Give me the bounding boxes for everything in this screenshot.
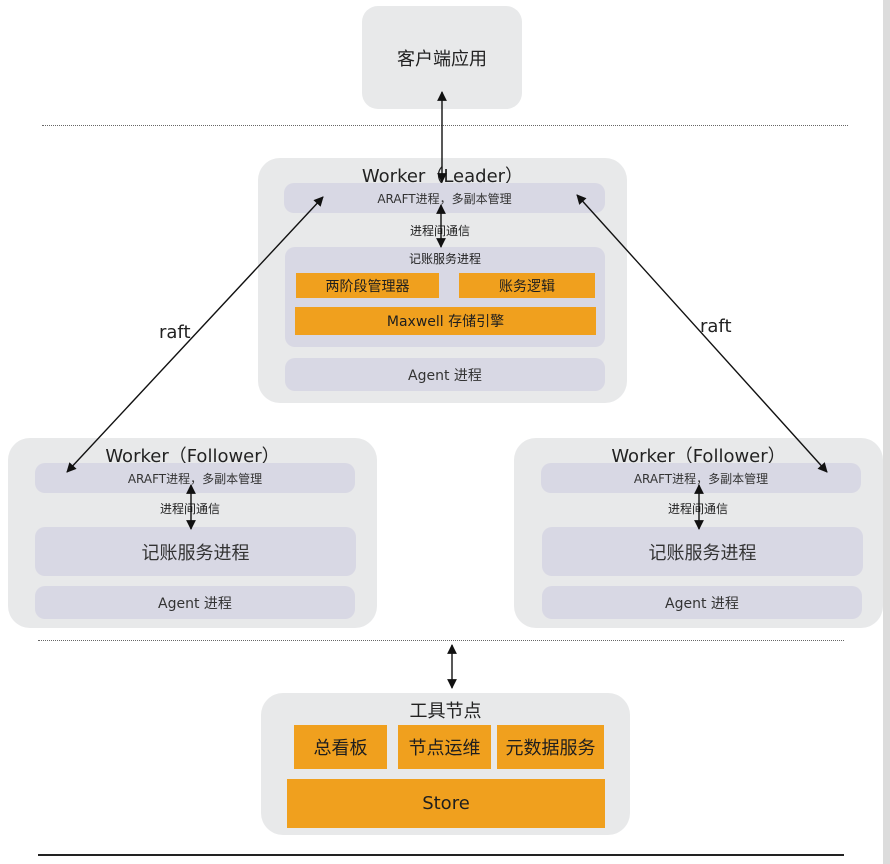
leader-agent-label: Agent 进程: [408, 367, 482, 384]
dashboard-label: 总看板: [313, 738, 368, 759]
account-logic-box: 账务逻辑: [459, 273, 595, 298]
store-label: Store: [422, 793, 470, 814]
separator-middle: [38, 640, 844, 641]
account-logic-label: 账务逻辑: [499, 278, 555, 295]
follower-right-service-bar: 记账服务进程: [542, 527, 863, 576]
follower-right-raft-bar-label: ARAFT进程，多副本管理: [633, 471, 769, 486]
follower-left-raft-bar: ARAFT进程，多副本管理: [35, 463, 355, 493]
follower-right-agent-bar: Agent 进程: [542, 586, 862, 619]
follower-left-raft-bar-label: ARAFT进程，多副本管理: [127, 471, 263, 486]
raft-label-left: raft: [159, 322, 191, 343]
leader-agent-bar: Agent 进程: [285, 358, 605, 391]
follower-left-agent-label: Agent 进程: [158, 595, 232, 612]
tools-node-title: 工具节点: [409, 701, 482, 722]
dashboard-box: 总看板: [294, 725, 387, 769]
follower-right-service-label: 记账服务进程: [648, 542, 757, 564]
client-app-label: 客户端应用: [397, 48, 487, 70]
follower-right-raft-bar: ARAFT进程，多副本管理: [541, 463, 861, 493]
follower-left-service-bar: 记账服务进程: [35, 527, 356, 576]
metadata-service-box: 元数据服务: [497, 725, 604, 769]
separator-top: [42, 125, 848, 126]
follower-left-service-label: 记账服务进程: [141, 542, 250, 564]
two-phase-manager-box: 两阶段管理器: [296, 273, 439, 298]
leader-raft-bar: ARAFT进程，多副本管理: [284, 183, 605, 213]
raft-label-right: raft: [700, 316, 732, 337]
node-ops-box: 节点运维: [398, 725, 491, 769]
separator-bottom: [38, 854, 844, 856]
storage-engine-label: Maxwell 存储引擎: [386, 314, 505, 330]
leader-raft-bar-label: ARAFT进程，多副本管理: [377, 191, 512, 206]
leader-service-title: 记账服务进程: [408, 252, 481, 266]
store-box: Store: [287, 779, 605, 828]
client-app-box: 客户端应用: [362, 6, 522, 109]
follower-right-ipc-label: 进程间通信: [667, 502, 728, 516]
leader-ipc-label: 进程间通信: [409, 224, 470, 238]
follower-right-agent-label: Agent 进程: [665, 595, 739, 612]
two-phase-manager-label: 两阶段管理器: [325, 278, 410, 295]
follower-left-ipc-label: 进程间通信: [159, 502, 220, 516]
node-ops-label: 节点运维: [408, 738, 481, 759]
right-edge-bar: [883, 0, 890, 864]
follower-left-agent-bar: Agent 进程: [35, 586, 355, 619]
metadata-service-label: 元数据服务: [505, 738, 596, 759]
storage-engine-box: Maxwell 存储引擎: [295, 307, 596, 335]
